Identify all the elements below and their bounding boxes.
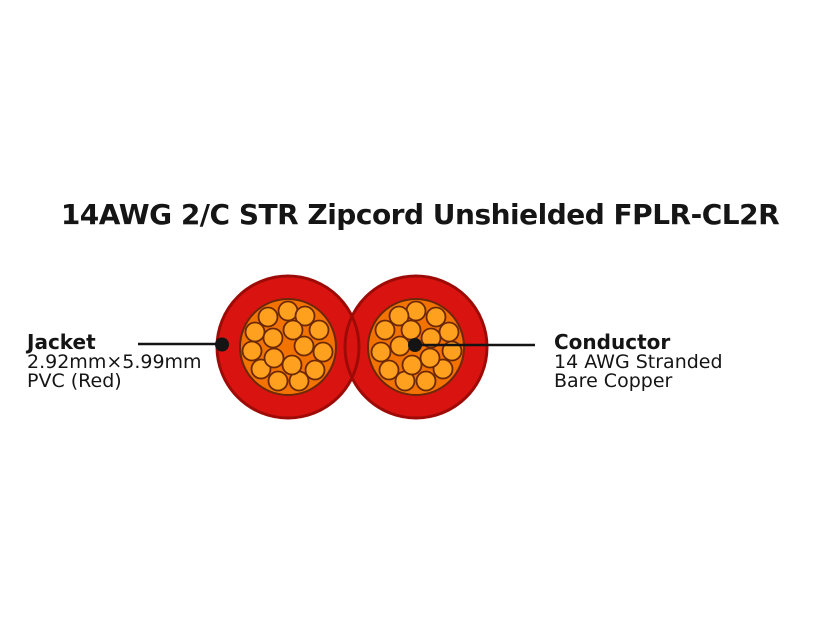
diagram-title: 14AWG 2/C STR Zipcord Unshielded FPLR-CL… (60, 198, 780, 231)
copper-strand-right (405, 300, 427, 322)
jacket-callout: Jacket 2.92mm×5.99mm PVC (Red) (27, 330, 202, 392)
jacket-pointer-dot (215, 337, 229, 352)
copper-strand-right (419, 347, 441, 369)
copper-strand-left (293, 335, 315, 357)
jacket-callout-material: PVC (Red) (27, 370, 122, 392)
copper-strand-left (308, 319, 330, 341)
copper-strand-right (401, 354, 423, 376)
copper-strand-left (262, 327, 284, 349)
copper-strand-left (282, 319, 304, 341)
conductor-pointer-dot (408, 338, 422, 352)
copper-strand-right (438, 321, 460, 343)
conductor-callout-heading: Conductor (554, 330, 671, 354)
copper-strand-left (257, 306, 279, 328)
copper-strand-right (389, 335, 411, 357)
copper-strand-right (378, 359, 400, 381)
copper-strand-left (277, 300, 299, 322)
copper-strand-right (388, 305, 410, 327)
conductor-callout-gauge: 14 AWG Stranded (554, 350, 723, 373)
conductor-callout: Conductor 14 AWG Stranded Bare Copper (554, 330, 723, 392)
copper-strand-right (370, 341, 392, 363)
copper-strand-left (304, 359, 326, 381)
conductor-callout-material: Bare Copper (554, 370, 673, 392)
copper-strand-left (263, 347, 285, 369)
jacket-right-outline (343, 274, 489, 420)
copper-strand-left (241, 340, 263, 362)
copper-strand-right (415, 370, 437, 392)
jacket-callout-dimensions: 2.92mm×5.99mm (27, 350, 202, 373)
copper-strand-right (420, 327, 442, 349)
copper-strand-left (267, 370, 289, 392)
copper-strand-right (374, 319, 396, 341)
copper-strand-left (281, 354, 303, 376)
copper-strand-right (425, 306, 447, 328)
copper-strand-left (294, 305, 316, 327)
copper-strand-left (312, 341, 334, 363)
jacket-callout-heading: Jacket (27, 330, 96, 354)
copper-strand-left (244, 321, 266, 343)
